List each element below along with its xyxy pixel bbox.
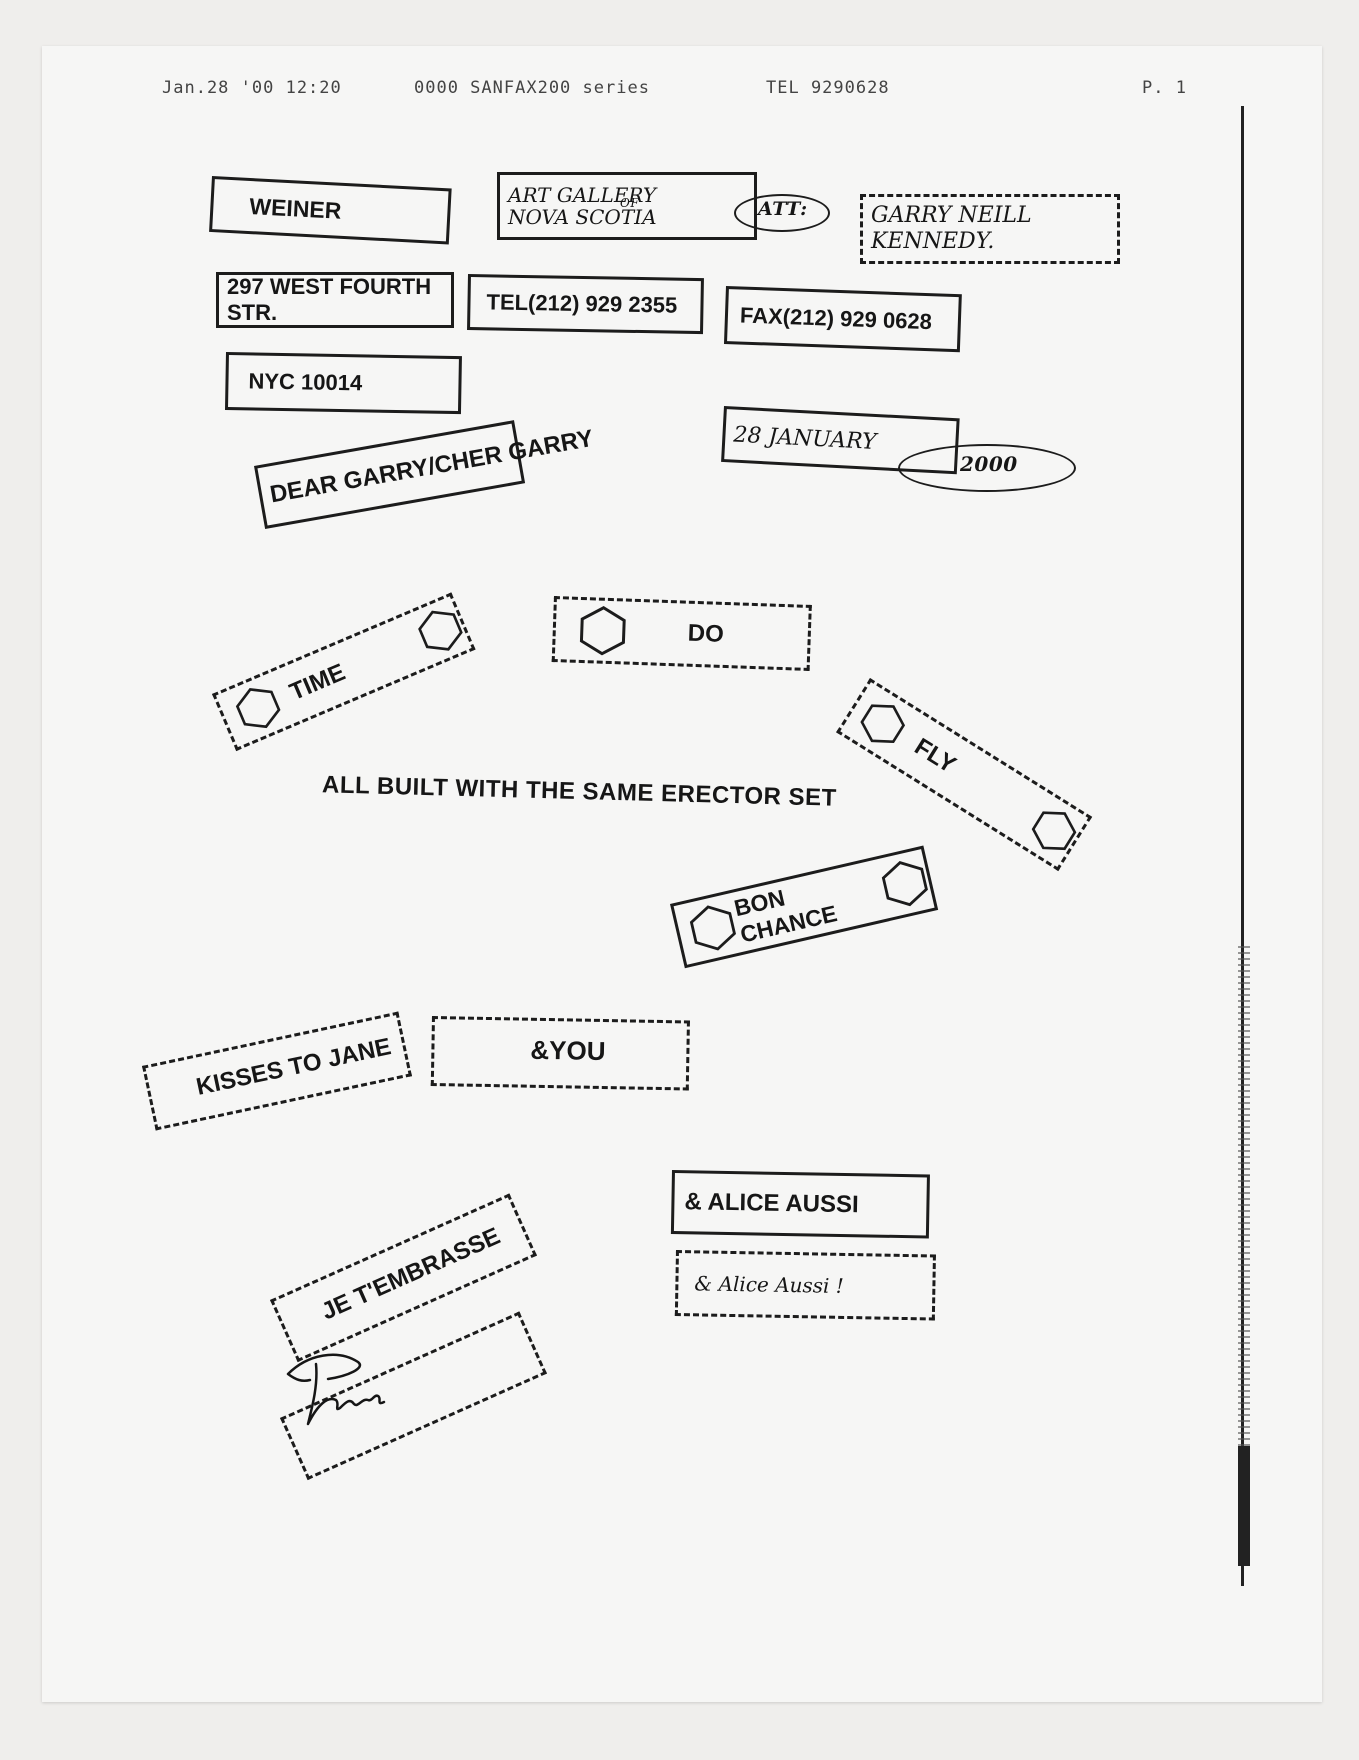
fax-datetime: Jan.28 '00 12:20: [162, 78, 342, 98]
recipient-org-line1: ART GALLERY: [508, 183, 657, 207]
recipient-org-stamp: ART GALLERY NOVA SCOTIA: [497, 172, 757, 240]
salutation-label: DEAR GARRY/CHER GARRY: [267, 424, 596, 509]
fly-stamp: FLY: [836, 678, 1093, 872]
fax-page: Jan.28 '00 12:20 0000 SANFAX200 series T…: [42, 46, 1322, 1702]
year-oval: [898, 444, 1076, 492]
weiner-stamp: WEINER: [209, 176, 452, 245]
signature-icon: [286, 1353, 386, 1426]
hexagon-icon: [1024, 800, 1085, 861]
recipient-name-stamp: GARRY NEILL KENNEDY.: [860, 194, 1120, 264]
fax-tel: TEL 9290628: [766, 78, 890, 98]
hexagon-icon: [684, 898, 741, 957]
recipient-name-line2: KENNEDY.: [871, 229, 995, 254]
and-you-stamp: &YOU: [430, 1016, 690, 1091]
recipient-org-of: OF: [620, 196, 640, 210]
fax-page-number: P. 1: [1142, 78, 1187, 98]
do-label: DO: [687, 619, 725, 648]
hexagon-icon: [577, 605, 629, 657]
attn-label: ATT:: [758, 198, 808, 220]
hexagon-icon: [852, 693, 913, 754]
attn-oval: [734, 194, 830, 232]
kisses-stamp: KISSES TO JANE: [142, 1011, 412, 1131]
weiner-label: WEINER: [248, 192, 343, 224]
alice-typed-label: & ALICE AUSSI: [684, 1188, 859, 1219]
fly-label: FLY: [909, 733, 961, 779]
do-stamp: DO: [551, 596, 812, 671]
and-you-label: &YOU: [530, 1034, 606, 1067]
fax-edge-noise: [1238, 946, 1250, 1526]
street-label: 297 WEST FOURTH STR.: [227, 274, 432, 325]
kisses-label: KISSES TO JANE: [193, 1033, 394, 1101]
city-stamp: NYC 10014: [224, 352, 462, 415]
hexagon-icon: [229, 679, 287, 737]
fax-stamp: FAX(212) 929 0628: [723, 286, 962, 353]
street-stamp: 297 WEST FOURTH STR.: [216, 272, 454, 328]
recipient-name-line1: GARRY NEILL: [871, 203, 1032, 228]
bon-chance-label: BON CHANCE: [731, 884, 840, 948]
tel-stamp: TEL(212) 929 2355: [467, 274, 704, 335]
alice-handwritten-label: & Alice Aussi !: [694, 1271, 845, 1298]
alice-handwritten-stamp: & Alice Aussi !: [674, 1250, 936, 1321]
hexagon-icon: [877, 854, 934, 913]
time-label: TIME: [285, 658, 350, 706]
fax-edge-line: [1241, 106, 1244, 1586]
embrasse-label: JE T'EMBRASSE: [317, 1222, 505, 1326]
tel-label: TEL(212) 929 2355: [486, 289, 678, 318]
alice-typed-stamp: & ALICE AUSSI: [670, 1170, 930, 1239]
time-stamp: TIME: [212, 592, 476, 752]
date-label: 28 JANUARY: [732, 422, 878, 455]
city-label: NYC 10014: [248, 368, 363, 396]
year-label: 2000: [960, 452, 1018, 476]
fax-machine-id: 0000 SANFAX200 series: [414, 78, 650, 98]
fax-label: FAX(212) 929 0628: [739, 302, 933, 335]
fax-edge-dark: [1238, 1446, 1250, 1566]
recipient-org-line3: NOVA SCOTIA: [508, 205, 657, 229]
bon-chance-stamp: BON CHANCE: [670, 845, 939, 969]
salutation-stamp: DEAR GARRY/CHER GARRY: [254, 420, 595, 530]
erector-set-text: ALL BUILT WITH THE SAME ERECTOR SET: [321, 771, 838, 812]
hexagon-icon: [412, 602, 470, 660]
